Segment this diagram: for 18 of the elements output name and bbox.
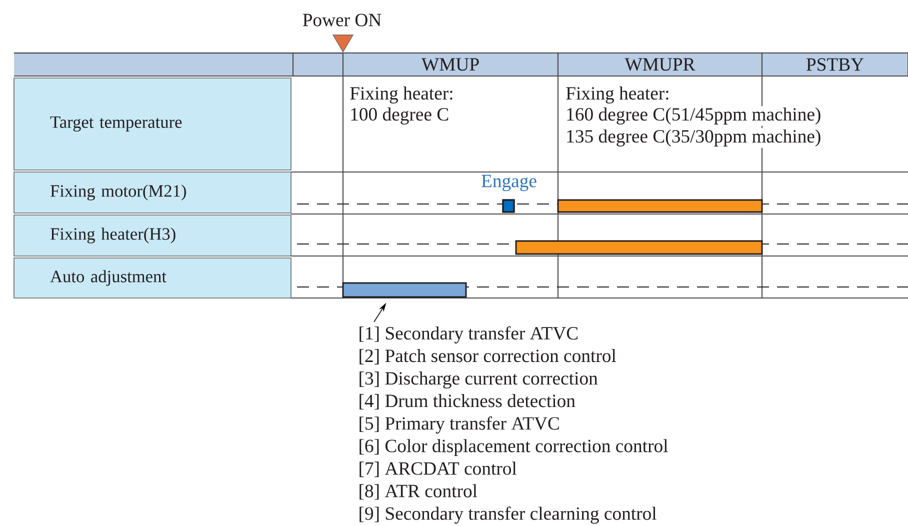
cell-text: 135 degree C(35/30ppm machine)	[564, 128, 822, 148]
event-marker	[502, 199, 515, 213]
phase-header-cell: WMUPR	[557, 52, 763, 77]
row-header-cell: Fixing heater(H3)	[14, 214, 292, 256]
timing-bar	[342, 282, 467, 298]
cell-text: Fixing heater:	[564, 85, 672, 105]
cell-text: 160 degree C(51/45ppm machine)	[564, 106, 822, 126]
event-label: Power ON	[301, 12, 383, 28]
timing-bar	[557, 199, 763, 213]
cell-text: 100 degree C	[348, 106, 450, 126]
event-label: Engage	[482, 174, 536, 192]
cell-text: Fixing heater:	[348, 85, 456, 105]
note-list: [1] Secondary transfer ATVC [2] Patch sensor correction control [3] Discharge current correction [4] Drum thickness detection [5] Primary transfer ATVC [6] Color displacement correction control [7] ARCDAT control [8] ATR control [9] Secondary transfer clearning control	[360, 326, 668, 524]
phase-header-cell: WMUP	[342, 52, 559, 77]
phase-header-cell: PSTBY	[761, 52, 908, 77]
timing-bar	[515, 240, 763, 255]
row-header-cell: Auto adjustment	[14, 258, 292, 298]
row-header-cell: Fixing motor(M21)	[14, 172, 292, 214]
